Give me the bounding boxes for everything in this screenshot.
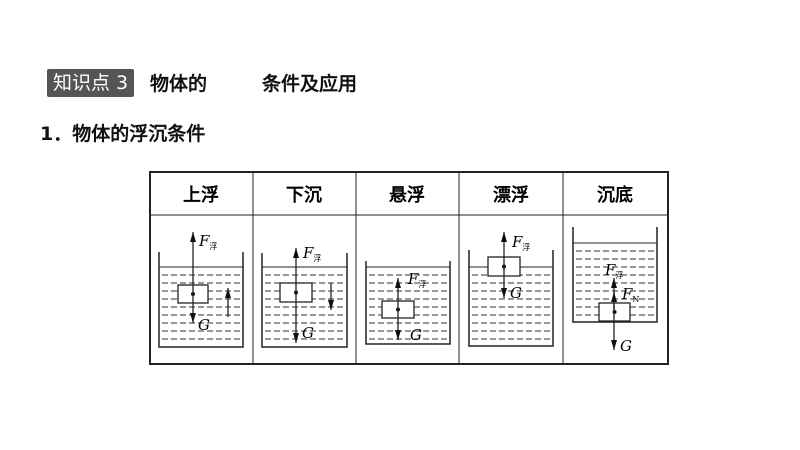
gravity-arrow-head [501,288,507,298]
gravity-arrow-head [190,313,196,323]
knowledge-point-tag: 知识点 3 [47,69,135,97]
motion-arrow-up-head [225,288,231,298]
label-buoyancy: F浮 [604,261,623,280]
gravity-arrow-head [611,340,617,350]
normal-force-arrow-head [611,292,617,302]
header-rising: 上浮 [183,184,219,206]
gravity-arrow-head [293,333,299,343]
label-buoyancy: F浮 [407,270,426,289]
buoyancy-arrow-head [395,278,401,288]
header-sinking: 下沉 [286,185,322,206]
label-gravity: G [620,337,632,355]
label-buoyancy: F浮 [511,233,530,252]
beaker-rising [158,252,244,348]
subheading: 1．物体的浮沉条件 [40,123,206,145]
gravity-arrow-head [395,330,401,340]
label-buoyancy: F浮 [198,232,217,251]
label-gravity: G [198,316,210,334]
beaker-at-bottom [572,227,658,323]
motion-arrow-down-head [328,300,334,310]
title-part2: 条件及应用 [262,73,358,95]
label-gravity: G [410,326,422,344]
buoyancy-arrow-head [611,278,617,288]
label-buoyancy: F浮 [302,244,321,263]
header-floating: 漂浮 [493,184,529,206]
buoyancy-arrow-head [190,232,196,242]
buoyancy-arrow-head [501,232,507,242]
label-normal-force: FN [621,285,639,304]
header-suspended: 悬浮 [388,184,425,206]
label-gravity: G [302,324,314,342]
buoyancy-arrow-head [293,248,299,258]
header-at-bottom: 沉底 [597,184,633,206]
title-part1: 物体的 [150,73,208,95]
label-gravity: G [510,284,522,302]
